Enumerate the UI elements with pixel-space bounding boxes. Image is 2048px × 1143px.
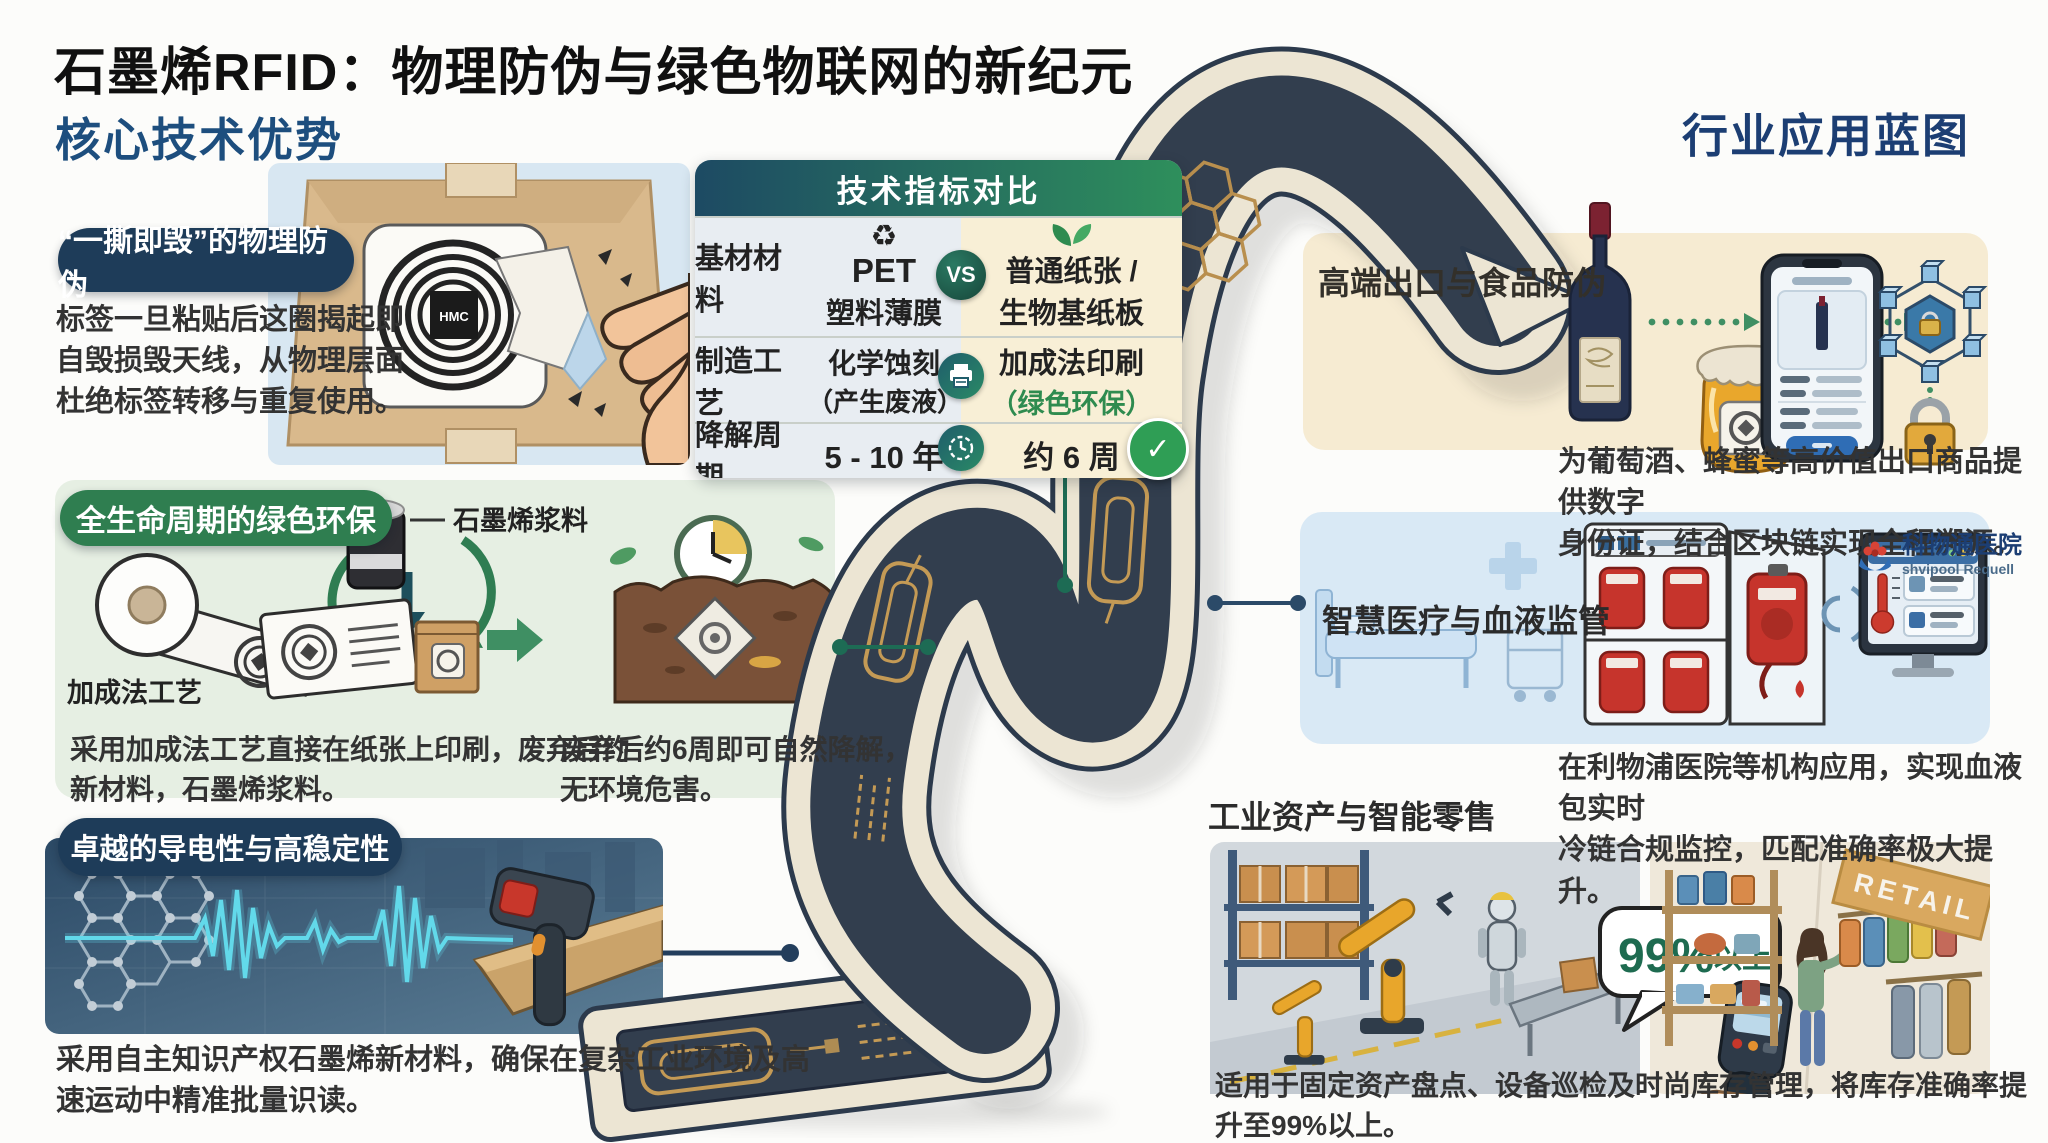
blood-fridge-icon xyxy=(1583,522,1729,726)
arrow-icon xyxy=(487,618,543,662)
cell-text: 化学蚀刻 xyxy=(827,347,940,379)
peel-section-desc: 标签一旦粘贴后这圈揭起即 自毁损毁天线，从物理层面 杜绝标签转移与重复使用。 xyxy=(56,304,405,419)
medical-panel-title: 智慧医疗与血液监管 xyxy=(1322,603,1611,639)
medical-illustration xyxy=(1315,522,1988,726)
cell-text: 约 6 周 xyxy=(1023,439,1120,475)
conductivity-desc: 采用自主知识产权石墨烯新材料，确保在复杂工业环境及高 速运动中精准批量识读。 xyxy=(56,1044,811,1118)
peel-section-badge: “一撕即毁”的物理防伪 xyxy=(58,225,354,302)
comparison-table-body: 技术指标对比 基材材料 ♻ PET 塑料薄膜 普通纸张 / 生物基纸板 xyxy=(695,160,1182,478)
row-label: 制造工艺 xyxy=(695,338,807,422)
comparison-table-header: 技术指标对比 xyxy=(695,160,1182,216)
debris-icon xyxy=(568,249,632,417)
cell-text: 加成法印刷 xyxy=(998,347,1144,380)
retail-scene: RETAIL xyxy=(1662,842,1990,1094)
eco-degrade-desc: 废弃后约6周即可自然降解， 无环境危害。 xyxy=(560,734,912,805)
cell-text: PET xyxy=(851,252,917,289)
cell-text: 塑料薄膜 xyxy=(825,298,942,330)
vs-badge: VS xyxy=(936,250,986,300)
shopper-person xyxy=(1796,928,1850,1066)
industry-panel-title: 工业资产与智能零售 xyxy=(1208,799,1497,835)
conductivity-section-badge: 卓越的导电性与高稳定性 xyxy=(58,818,402,876)
food-panel-title: 高端出口与食品防伪 xyxy=(1318,265,1607,301)
eco-section-badge: 全生命周期的绿色环保 xyxy=(60,490,392,546)
chip-label: HMC xyxy=(439,309,469,324)
peel-tag-illustration: HMC xyxy=(268,163,690,465)
row-right-cell: 加成法印刷 （绿色环保） xyxy=(961,338,1182,422)
ink-jar-label: 石墨烯浆料 xyxy=(452,505,588,536)
check-icon: ✓ xyxy=(1127,418,1189,480)
hospital-logo-name: 科物通医院 xyxy=(1902,532,2022,559)
printed-tag-sheet-icon xyxy=(259,598,419,700)
page-title: 石墨烯RFID：物理防伪与绿色物联网的新纪元 xyxy=(54,44,1134,102)
hospital-logo-subtitle: shvipool Requell xyxy=(1902,561,2015,577)
left-column-header: 核心技术优势 xyxy=(55,114,343,166)
medical-desc: 在利物浦医院等机构应用，实现血液包实时 冷链合规监控，匹配准确率极大提升。 xyxy=(1558,752,2023,908)
row-label: 基材材料 xyxy=(695,218,807,336)
cell-text: 生物基纸板 xyxy=(998,298,1144,330)
lattice-nodes xyxy=(74,869,214,1011)
fridge-door-open xyxy=(1728,530,1826,726)
recycle-icon: ♻ xyxy=(870,220,898,253)
cell-text-eco: （绿色环保） xyxy=(990,388,1153,419)
hand-icon xyxy=(600,273,690,465)
hospital-logo-icon xyxy=(1859,541,1891,571)
comparison-table: 技术指标对比 基材材料 ♻ PET 塑料薄膜 普通纸张 / 生物基纸板 xyxy=(695,160,1189,480)
process-label: 加成法工艺 xyxy=(67,678,202,708)
retail-shelf xyxy=(1662,870,1782,1046)
row-label: 降解周期 xyxy=(695,420,807,478)
barcode-scanner-icon xyxy=(489,867,595,1027)
conductivity-illustration xyxy=(45,838,663,1034)
cell-text: 5 - 10 年 xyxy=(824,439,944,475)
blood-bag xyxy=(1598,566,1710,714)
leaf-icon xyxy=(1052,224,1091,246)
eco-print-desc: 采用加成法工艺直接在纸张上印刷，废弃后约 新材料，石墨烯浆料。 xyxy=(70,734,631,805)
gold-coil-icon xyxy=(1086,475,1150,624)
monitor-icon xyxy=(1858,532,1988,677)
hospital-logo: 科物通医院 shvipool Requell xyxy=(1856,534,2022,576)
clock-icon xyxy=(938,425,984,471)
cell-text: （产生废液） xyxy=(807,386,964,417)
waveform-icon xyxy=(65,885,514,983)
accuracy-bubble: 99% 以上 xyxy=(1598,906,1782,1032)
rfid-chip xyxy=(430,291,478,339)
printer-icon xyxy=(938,353,984,399)
degrade-soil-icon xyxy=(609,515,835,704)
cell-text: 普通纸张 / xyxy=(1005,256,1138,288)
labelled-box-icon xyxy=(414,620,480,694)
medical-cross-icon xyxy=(1489,542,1537,590)
industry-desc: 适用于固定资产盘点、设备巡检及时尚库存管理，将库存准确率提升至99%以上。 xyxy=(1215,1070,2028,1141)
gold-coil-icon xyxy=(863,554,933,683)
right-column-header: 行业应用蓝图 xyxy=(1682,110,1970,162)
row-right-cell: 普通纸张 / 生物基纸板 xyxy=(961,218,1182,336)
